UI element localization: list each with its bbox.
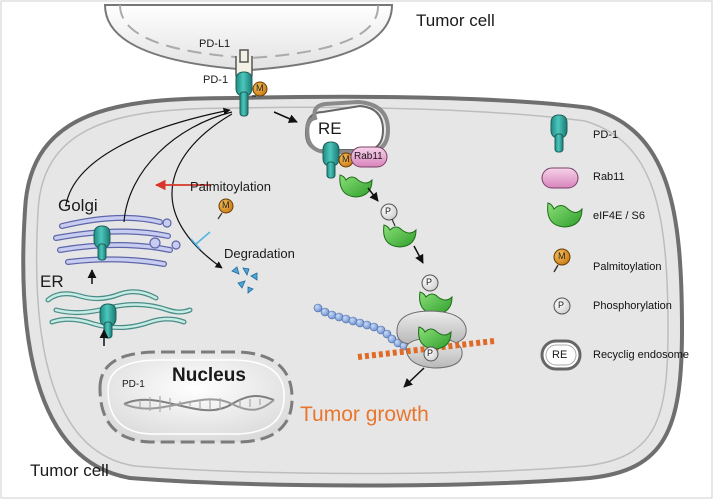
arrow-to-p-top bbox=[413, 245, 424, 264]
palmitoylation-m-membrane bbox=[252, 81, 268, 97]
legend-rab11-icon bbox=[541, 167, 579, 189]
legend-label-re: Recyclig endosome bbox=[593, 349, 689, 361]
label-tumor-cell-top: Tumor cell bbox=[416, 11, 495, 30]
legend-palmitoylation-icon bbox=[553, 248, 571, 273]
label-m-membrane: M bbox=[256, 83, 264, 93]
legend-re-icon bbox=[540, 339, 582, 371]
label-m-endosome: M bbox=[342, 154, 350, 164]
arrow-re-to-p bbox=[367, 187, 379, 202]
label-m-floating: M bbox=[222, 200, 230, 210]
pd1-golgi bbox=[93, 225, 111, 261]
label-p-mid: P bbox=[385, 206, 392, 216]
label-p-top: P bbox=[426, 277, 433, 287]
legend-phosphorylation-icon bbox=[553, 297, 571, 315]
label-tumor-cell-bottom: Tumor cell bbox=[30, 461, 109, 480]
label-tumor-growth: Tumor growth bbox=[300, 403, 429, 426]
legend-label-pd1: PD-1 bbox=[593, 129, 619, 141]
inhibition-mark bbox=[190, 231, 211, 250]
rab11-endosome bbox=[350, 146, 388, 168]
legend-label-palmitoylation: Palmitoylation bbox=[593, 261, 662, 273]
label-pd1-dna: PD-1 bbox=[122, 379, 145, 390]
label-nucleus: Nucleus bbox=[172, 365, 246, 386]
golgi-apparatus bbox=[53, 214, 181, 267]
label-rab11-on-re: Rab11 bbox=[354, 151, 383, 162]
degradation-fragments bbox=[231, 266, 258, 294]
eif4e-under-re bbox=[339, 174, 373, 198]
dna-helix bbox=[123, 395, 275, 412]
legend-p-symbol: P bbox=[558, 300, 565, 310]
nucleus bbox=[98, 350, 294, 444]
eif4e-on-ribosome bbox=[418, 326, 452, 362]
endoplasmic-reticulum bbox=[45, 289, 193, 330]
legend-label-eif4e: eIF4E / S6 bbox=[593, 210, 645, 222]
arrow-golgi-to-membrane bbox=[65, 107, 231, 206]
arrow-to-growth bbox=[403, 367, 425, 388]
label-pdl1: PD-L1 bbox=[199, 38, 231, 50]
label-re: RE bbox=[318, 119, 342, 138]
arrow-to-degradation bbox=[171, 113, 233, 269]
label-er: ER bbox=[40, 272, 64, 291]
legend-pd1-icon bbox=[550, 114, 568, 153]
arrow-golgi-to-membrane-2 bbox=[123, 111, 233, 223]
arrow-to-re bbox=[273, 111, 298, 123]
palmitoylation-m-floating bbox=[217, 198, 234, 220]
label-p-ribosome: P bbox=[427, 348, 434, 358]
phospho-eif4e-mid bbox=[380, 203, 417, 248]
legend-label-rab11: Rab11 bbox=[593, 171, 625, 183]
mrna-strand bbox=[357, 338, 495, 360]
pd1-membrane bbox=[235, 71, 253, 117]
legend-eif4e-icon bbox=[547, 202, 583, 228]
legend-label-phosphorylation: Phosphorylation bbox=[593, 300, 672, 312]
label-pd1-membrane: PD-1 bbox=[203, 74, 229, 86]
legend-m-symbol: M bbox=[558, 251, 566, 261]
label-degradation: Degradation bbox=[224, 246, 295, 261]
label-golgi: Golgi bbox=[58, 196, 98, 215]
label-palmitoylation: Palmitoylation bbox=[190, 179, 271, 194]
legend-re-symbol: RE bbox=[552, 349, 568, 361]
